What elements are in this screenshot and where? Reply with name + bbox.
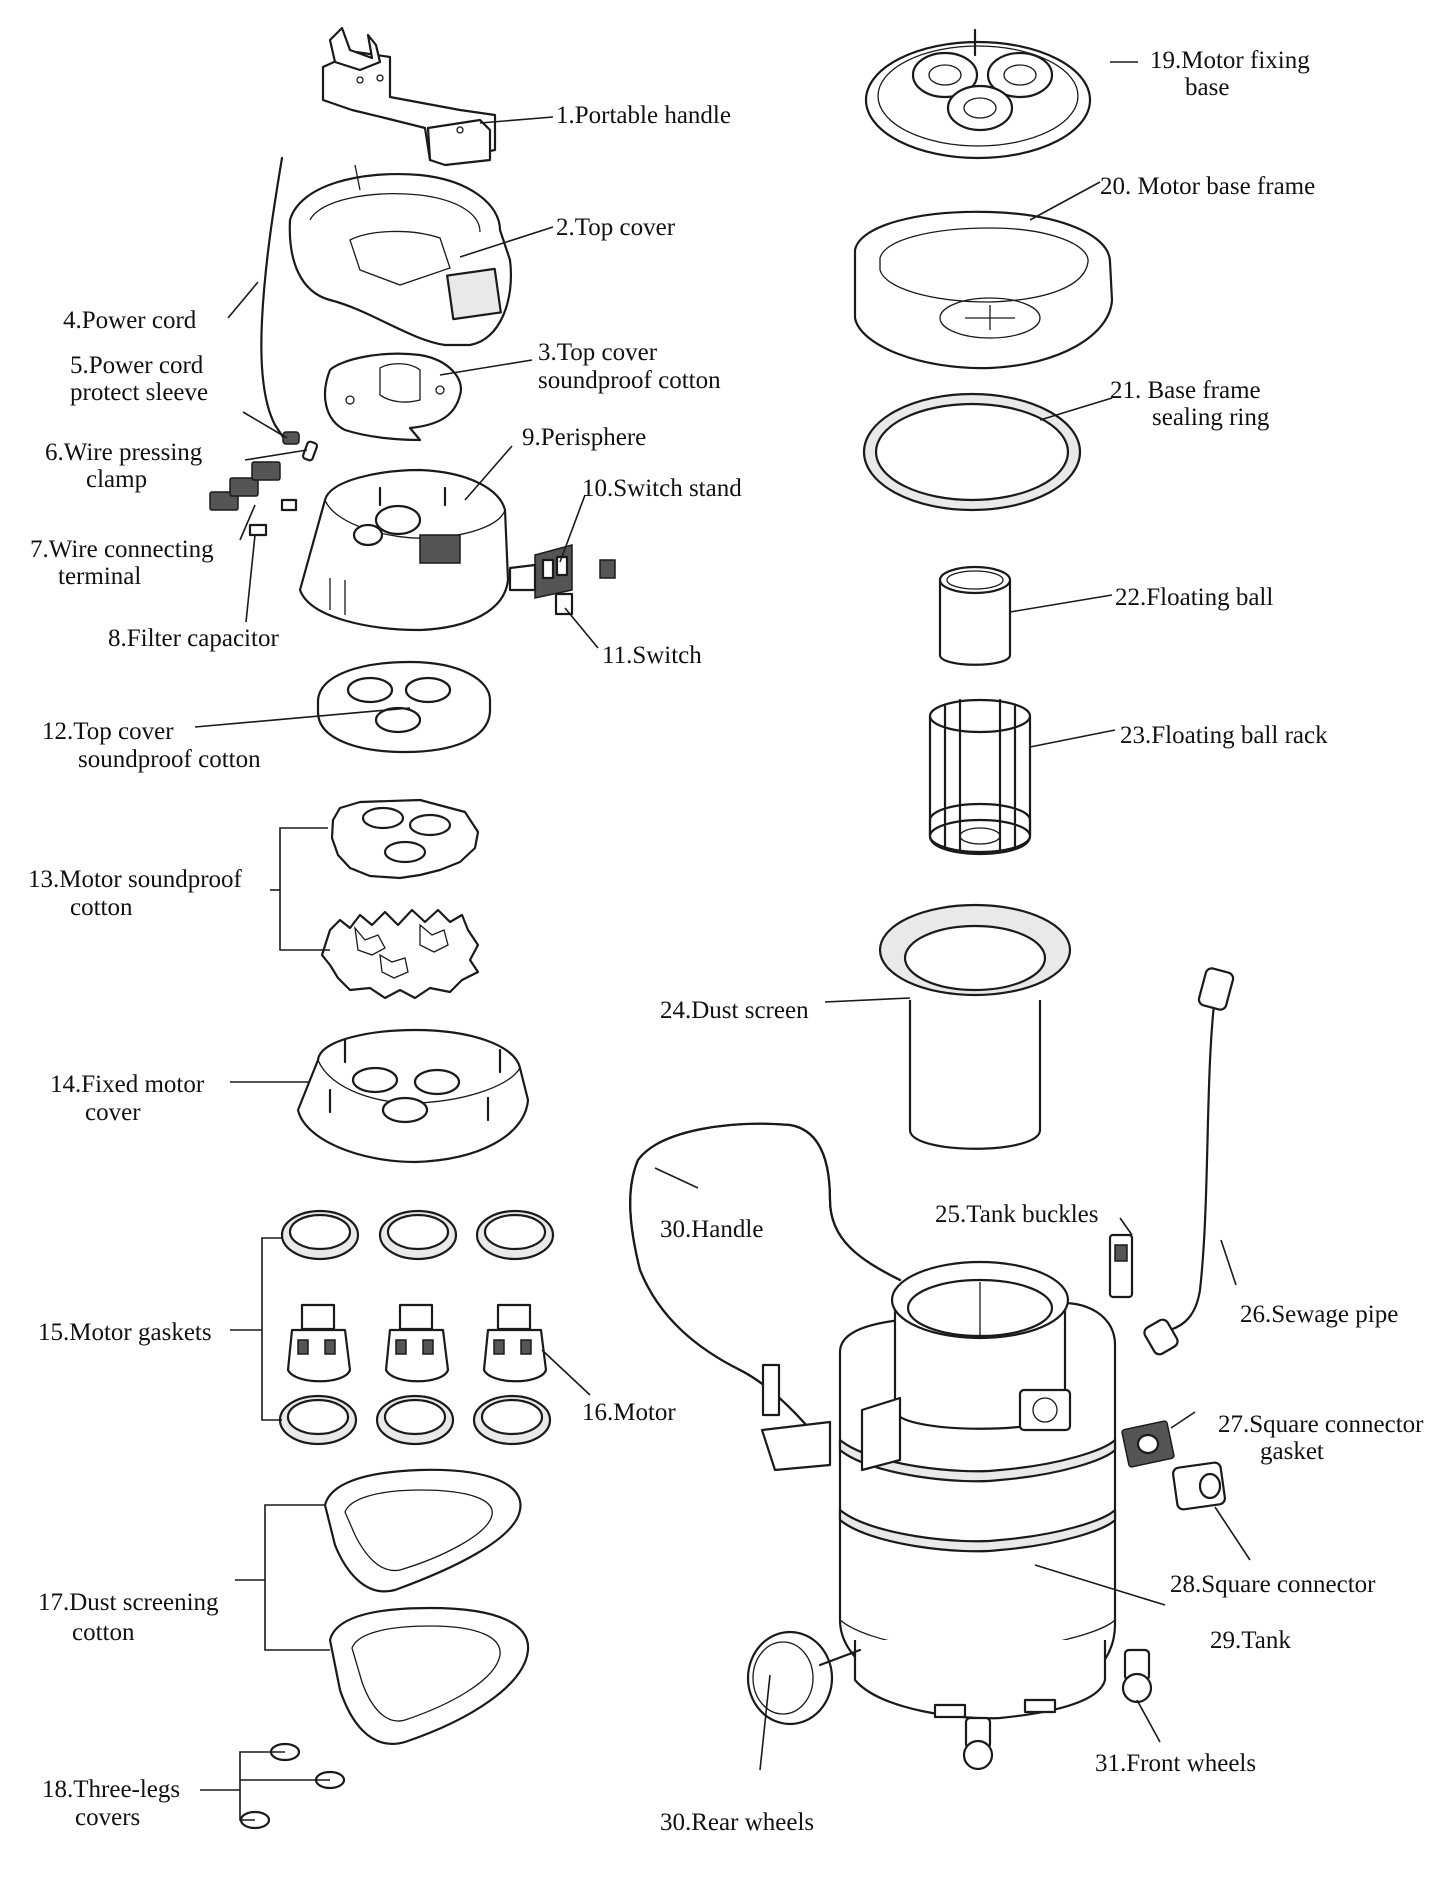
part-motors	[286, 1303, 548, 1383]
label-dust-screen: 24.Dust screen	[660, 997, 809, 1024]
label-dust-screening-cotton-1: 17.Dust screening	[38, 1589, 219, 1616]
part-floating-ball	[938, 565, 1012, 666]
label-portable-handle: 1.Portable handle	[556, 102, 731, 129]
label-fixed-motor-cover-2: cover	[85, 1099, 141, 1126]
label-three-legs-covers-2: covers	[75, 1804, 140, 1831]
label-motor-fixing-base-2: base	[1185, 74, 1229, 101]
label-top-cover-soundproof-cotton-2: soundproof cotton	[538, 367, 721, 394]
part-switch	[554, 559, 616, 616]
label-three-legs-covers-1: 18.Three-legs	[42, 1776, 180, 1803]
label-floating-ball: 22.Floating ball	[1115, 584, 1273, 611]
part-top-cover	[288, 164, 512, 347]
part-square-connector	[1171, 1461, 1227, 1511]
part-motor-soundproof-cotton-top	[330, 798, 480, 880]
label-motor-fixing-base-1: 19.Motor fixing	[1150, 47, 1310, 74]
part-soundproof-cotton-disc	[316, 660, 492, 754]
part-three-legs-covers	[239, 1742, 346, 1830]
label-power-cord-sleeve-1: 5.Power cord	[70, 352, 204, 379]
part-square-connector-gasket	[1121, 1420, 1175, 1468]
label-power-cord: 4.Power cord	[63, 307, 197, 334]
part-floating-ball-rack	[928, 698, 1032, 855]
label-fixed-motor-cover-1: 14.Fixed motor	[50, 1071, 205, 1098]
part-sewage-pipe	[1143, 967, 1235, 1356]
part-front-wheels	[962, 1648, 1153, 1771]
brackets	[200, 827, 330, 1821]
label-top-cover-cotton-12-2: soundproof cotton	[78, 746, 261, 773]
part-motor-soundproof-cotton-bottom	[320, 908, 480, 1000]
part-switch-stand	[508, 544, 573, 599]
part-motor-gaskets	[278, 1209, 555, 1446]
label-rear-wheels: 30.Rear wheels	[660, 1809, 814, 1836]
part-rear-wheel	[746, 1630, 862, 1726]
part-motor-base-frame	[853, 210, 1114, 370]
label-perisphere: 9.Perisphere	[522, 424, 646, 451]
part-dust-screen	[878, 903, 1072, 1150]
part-power-cord	[260, 156, 300, 445]
label-sewage-pipe: 26.Sewage pipe	[1240, 1301, 1398, 1328]
label-switch: 11.Switch	[602, 642, 702, 669]
part-handle	[629, 1122, 902, 1472]
label-motor: 16.Motor	[582, 1399, 676, 1426]
label-switch-stand: 10.Switch stand	[582, 475, 742, 502]
label-base-frame-sealing-ring-2: sealing ring	[1152, 404, 1270, 431]
part-motor-fixing-base	[864, 28, 1092, 160]
part-top-cover-soundproof-cotton	[323, 352, 463, 442]
label-square-connector-gasket-2: gasket	[1260, 1438, 1324, 1465]
label-motor-base-frame: 20. Motor base frame	[1100, 173, 1315, 200]
part-wire-connecting-terminals	[209, 461, 298, 537]
label-square-connector-gasket-1: 27.Square connector	[1218, 1411, 1424, 1438]
label-wire-connecting-terminal-2: terminal	[58, 563, 141, 590]
label-dust-screening-cotton-2: cotton	[72, 1619, 135, 1646]
label-motor-gaskets: 15.Motor gaskets	[38, 1319, 212, 1346]
label-top-cover-cotton-12-1: 12.Top cover	[42, 718, 174, 745]
part-portable-handle	[321, 26, 497, 167]
label-power-cord-sleeve-2: protect sleeve	[70, 379, 208, 406]
part-labels: 1.Portable handle 2.Top cover 3.Top cove…	[28, 47, 1424, 1836]
part-fixed-motor-cover	[296, 1028, 530, 1164]
label-floating-ball-rack: 23.Floating ball rack	[1120, 722, 1328, 749]
part-dust-screening-cotton-bottom	[328, 1606, 530, 1745]
label-wire-pressing-clamp-1: 6.Wire pressing	[45, 439, 203, 466]
label-motor-soundproof-cotton-1: 13.Motor soundproof	[28, 866, 243, 893]
label-front-wheels: 31.Front wheels	[1095, 1750, 1256, 1777]
label-top-cover-soundproof-cotton-1: 3.Top cover	[538, 339, 658, 366]
label-motor-soundproof-cotton-2: cotton	[70, 894, 133, 921]
leader-lines	[194, 61, 1251, 1771]
label-square-connector: 28.Square connector	[1170, 1571, 1376, 1598]
part-base-frame-sealing-ring	[862, 392, 1082, 512]
part-wire-pressing-clamp	[301, 440, 319, 462]
label-tank-buckles: 25.Tank buckles	[935, 1201, 1099, 1228]
part-tank-buckles	[1108, 1233, 1134, 1299]
label-tank: 29.Tank	[1210, 1627, 1291, 1654]
part-perisphere	[298, 468, 510, 632]
label-wire-connecting-terminal-1: 7.Wire connecting	[30, 536, 214, 563]
label-top-cover: 2.Top cover	[556, 214, 676, 241]
label-wire-pressing-clamp-2: clamp	[86, 466, 147, 493]
part-tank	[838, 1260, 1117, 1720]
label-filter-capacitor: 8.Filter capacitor	[108, 625, 279, 652]
part-dust-screening-cotton-top	[323, 1468, 522, 1593]
label-base-frame-sealing-ring-1: 21. Base frame	[1110, 377, 1261, 404]
label-handle: 30.Handle	[660, 1216, 763, 1243]
